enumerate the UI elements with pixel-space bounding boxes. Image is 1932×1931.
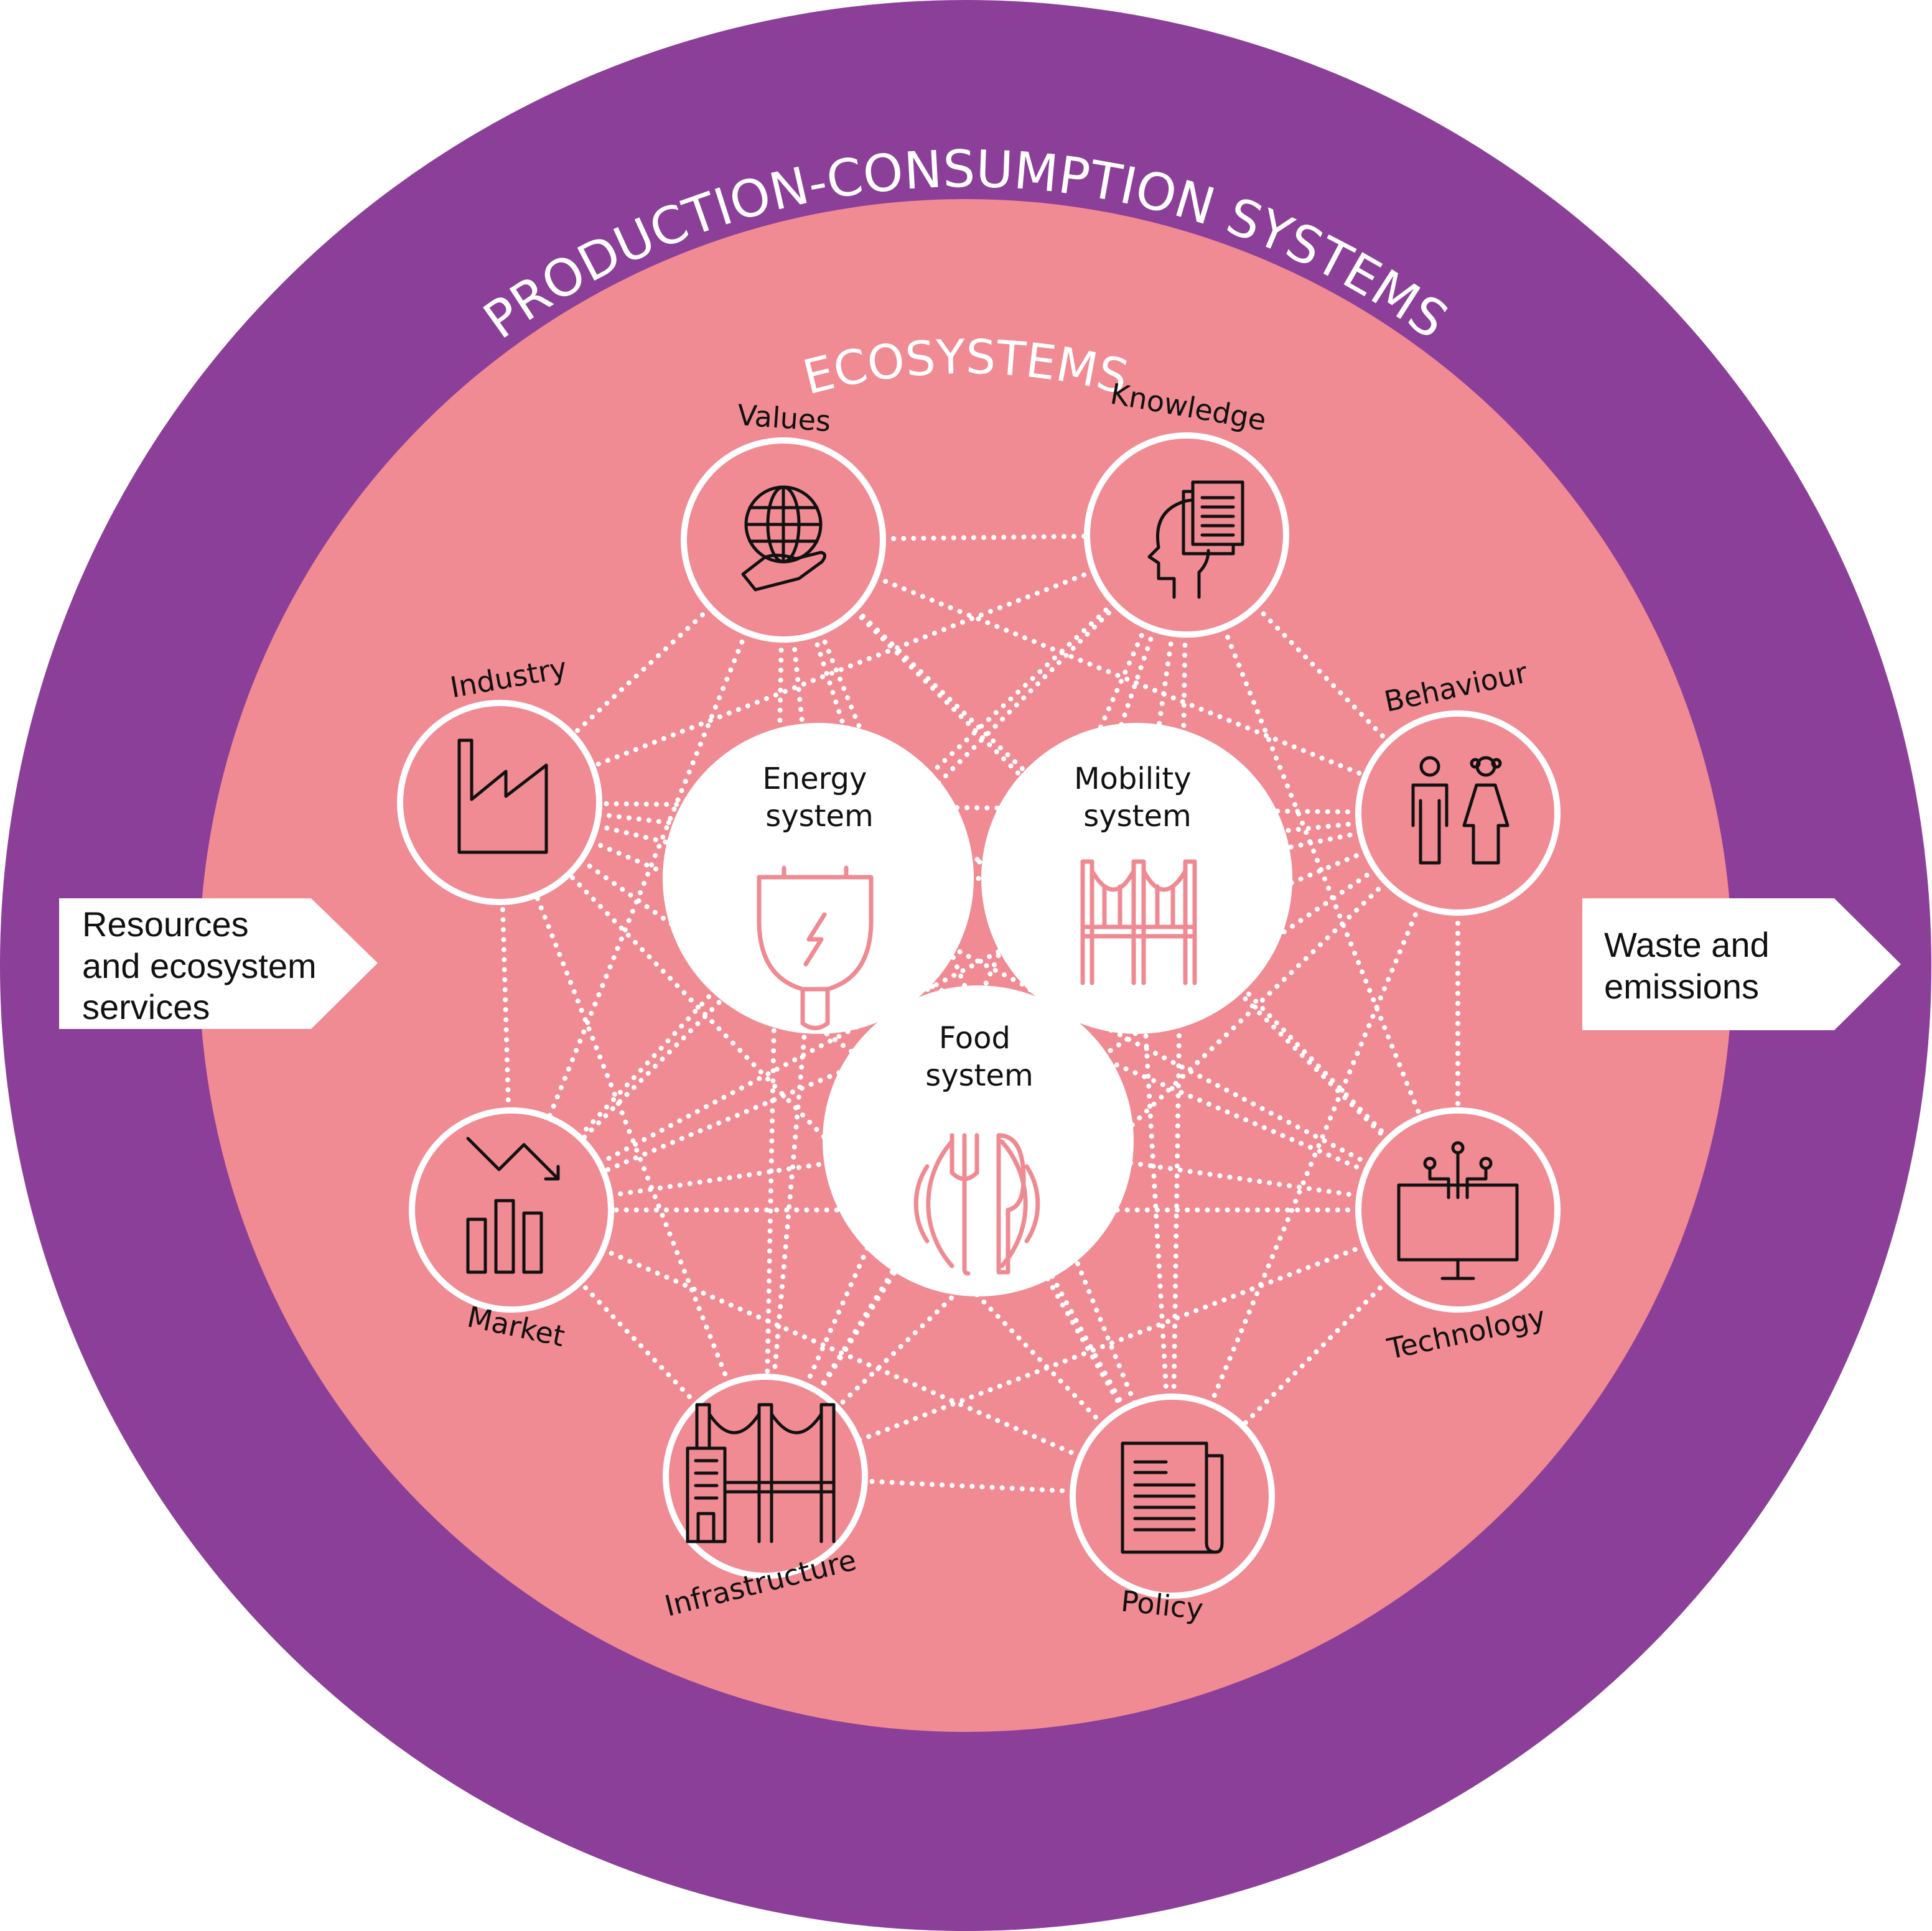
node-label-values: Values	[736, 398, 832, 438]
dotted-connection	[1170, 1207, 1460, 1499]
waste-output-arrow	[1582, 898, 1901, 1030]
newspaper-icon	[1121, 1441, 1224, 1554]
dotted-connection	[1184, 533, 1460, 1212]
bar-chart-trend-icon	[466, 1137, 560, 1274]
resources-input-arrow	[59, 898, 378, 1029]
system-food: Food system	[823, 985, 1134, 1296]
dotted-connection	[1170, 811, 1460, 1499]
dotted-connection	[781, 533, 1189, 542]
system-label-mobility: Mobility system	[1074, 761, 1201, 834]
waste-output-label: Waste and emissions	[1604, 925, 1779, 1006]
node-values: Values	[681, 398, 886, 643]
resources-input-label: Resources and ecosystem services	[82, 905, 326, 1026]
electric-plug-icon	[757, 865, 874, 1030]
dotted-connection	[509, 1207, 1175, 1499]
system-energy: Energy system	[663, 723, 974, 1034]
dotted-connection	[781, 537, 1460, 816]
bridge-and-building-icon	[686, 1403, 836, 1543]
node-infrastructure: Infrastructure	[661, 1374, 868, 1623]
dotted-connection	[509, 537, 786, 1212]
system-label-energy: Energy system	[762, 761, 876, 834]
dotted-connection	[976, 1138, 1175, 1499]
factory-icon	[457, 738, 548, 854]
dotted-connection	[497, 533, 1189, 805]
dotted-connection	[781, 537, 1175, 1499]
dotted-connection	[497, 800, 1460, 816]
dotted-connection	[1134, 876, 1175, 1499]
dotted-connection	[509, 533, 1189, 1212]
dotted-connection	[781, 537, 1460, 1212]
production-consumption-disc	[199, 199, 1732, 1732]
globe-in-hand-icon	[741, 485, 826, 592]
head-with-documents-icon	[1147, 480, 1244, 599]
system-mobility: Mobility system	[981, 723, 1292, 1034]
node-policy: Policy	[1070, 1394, 1275, 1626]
dotted-connection	[763, 533, 1189, 1479]
node-technology: Technology	[1355, 1107, 1561, 1366]
computer-monitor-icon	[1397, 1141, 1519, 1280]
dotted-connection	[497, 800, 768, 1479]
dotted-connection	[1134, 876, 1460, 1212]
system-label-food: Food system	[925, 1021, 1034, 1093]
bridge-icon	[1080, 859, 1197, 985]
dotted-connection	[781, 537, 821, 881]
dotted-connection	[763, 1207, 1460, 1479]
people-icon	[1411, 756, 1510, 865]
plate-with-fork-and-knife-icon	[913, 1133, 1040, 1276]
